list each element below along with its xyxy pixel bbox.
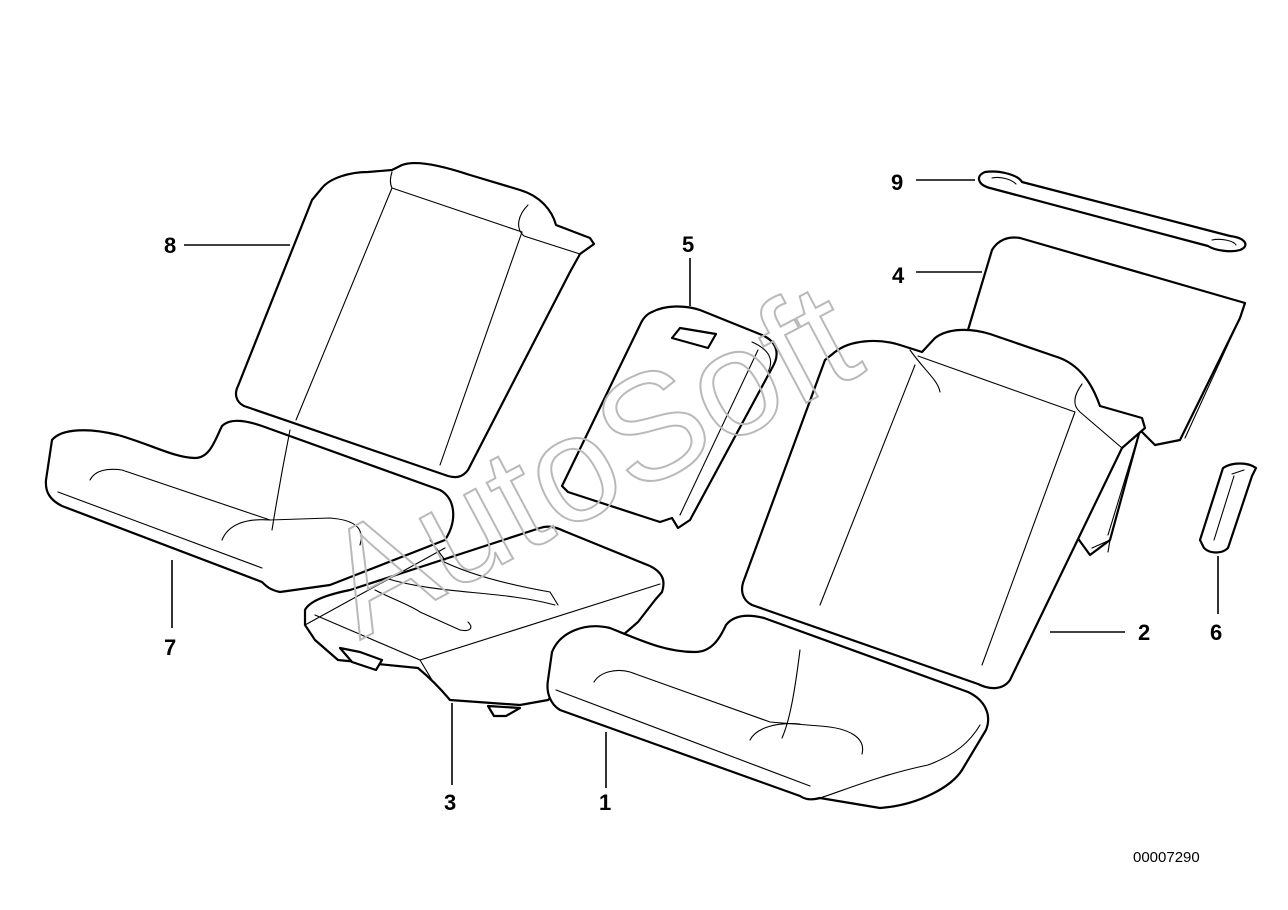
part-9-strip xyxy=(977,170,1247,253)
callout-5: 5 xyxy=(682,232,694,257)
part-5-center-backrest xyxy=(560,305,778,530)
part-6-bracket xyxy=(1198,462,1258,554)
callout-6: 6 xyxy=(1210,620,1222,645)
part-1-seat-right xyxy=(546,614,990,810)
part-2-backrest-right xyxy=(741,328,1147,690)
callout-2: 2 xyxy=(1138,620,1150,645)
part-4-panel xyxy=(966,236,1247,557)
part-7-seat-left xyxy=(44,419,455,594)
part-8-backrest-left xyxy=(234,161,596,479)
callout-8: 8 xyxy=(164,233,176,258)
leader-lines xyxy=(171,179,1219,788)
callout-1: 1 xyxy=(599,790,611,815)
callout-4: 4 xyxy=(892,263,905,288)
callout-3: 3 xyxy=(444,790,456,815)
callout-labels: 1 2 3 4 5 6 7 8 9 xyxy=(164,170,1222,815)
callout-9: 9 xyxy=(891,170,903,195)
callout-7: 7 xyxy=(164,635,176,660)
document-number: 00007290 xyxy=(1133,849,1200,866)
